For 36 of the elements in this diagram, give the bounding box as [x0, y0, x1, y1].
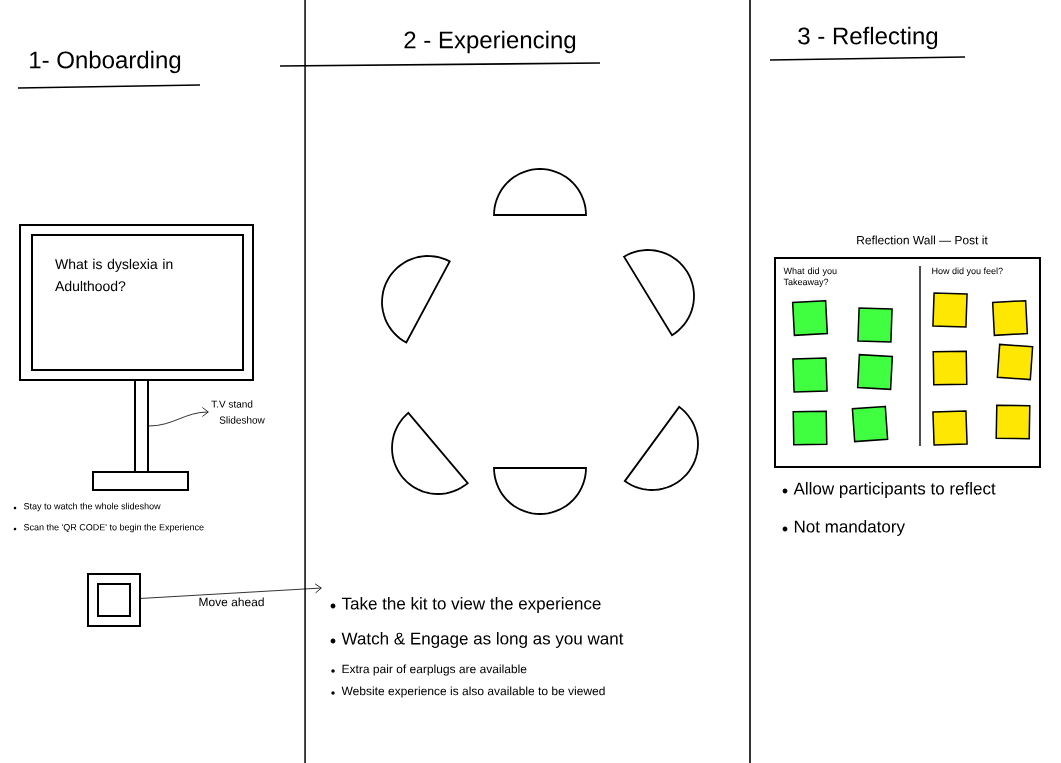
sticky-note	[932, 350, 968, 386]
sticky-note	[991, 299, 1029, 337]
annotation-text: T.V stand Slideshow	[211, 400, 265, 424]
scan-square	[87, 573, 141, 627]
bullet-item: Allow participants to reflect	[782, 482, 996, 498]
arrow	[148, 407, 209, 427]
table-seat	[391, 411, 469, 495]
sticky-note	[851, 405, 889, 443]
sticky-note	[792, 410, 828, 446]
sticky-note	[996, 343, 1034, 381]
edge-label: Move ahead	[199, 597, 264, 607]
sticky-note	[792, 357, 828, 393]
table-seat	[493, 467, 587, 515]
sticky-note	[791, 299, 829, 337]
arrow	[140, 583, 322, 599]
column-title: 3 - Reflecting	[798, 26, 938, 50]
sticky-note	[932, 292, 968, 328]
bullet-item: Stay to watch the whole slideshow	[13, 502, 161, 512]
sticky-note	[932, 410, 968, 446]
sticky-note	[856, 353, 894, 391]
tv-stand	[92, 379, 189, 491]
bullet-item: Extra pair of earplugs are available	[331, 664, 527, 676]
table-seat	[493, 168, 587, 216]
reflection-wall: Reflection Wall — Post it What did you Takeaway? How did you feel?	[774, 235, 1041, 468]
bullet-item: Take the kit to view the experience	[330, 597, 601, 613]
column-title: 1- Onboarding	[30, 50, 181, 74]
sticky-note	[995, 404, 1031, 440]
node-label: Reflection Wall — Post it	[857, 235, 988, 245]
bullet-item: Scan the 'QR CODE' to begin the Experience	[13, 523, 204, 533]
bullet-item: Not mandatory	[782, 520, 905, 536]
tv-screen: What is dyslexia in Adulthood?	[19, 224, 254, 381]
table-seat	[381, 255, 451, 344]
column-title: 2 - Experiencing	[404, 30, 576, 54]
bullet-item: Website experience is also available to be viewed	[331, 686, 605, 698]
bullet-item: Watch & Engage as long as you want	[330, 632, 624, 648]
sticky-note	[857, 307, 893, 343]
